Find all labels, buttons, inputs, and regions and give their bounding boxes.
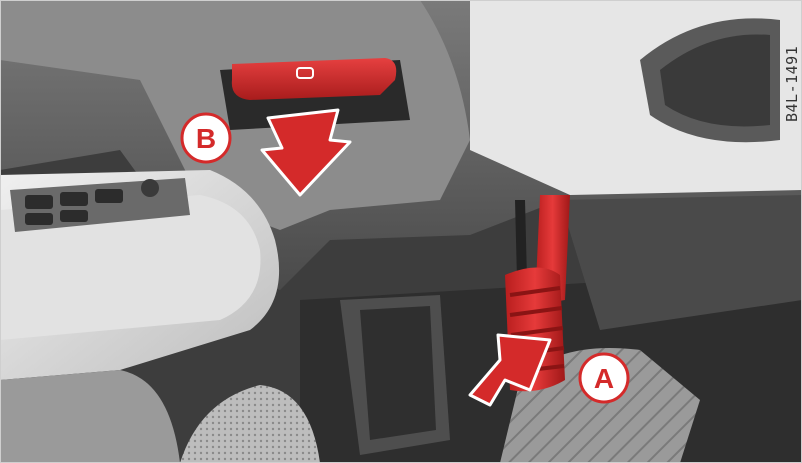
figure-code: B4L-1491 [783,46,801,122]
window-switch-3 [95,189,123,203]
callout-b-label: B [196,123,216,154]
release-handle [232,58,396,100]
window-switch-1 [25,195,53,209]
callout-a: A [580,354,628,402]
callout-a-label: A [594,363,614,394]
window-switch-5 [60,210,88,222]
mirror-control-knob [141,179,159,197]
window-switch-2 [60,192,88,206]
callout-b: B [182,114,230,162]
window-switch-4 [25,213,53,225]
kick-panel-edge [360,306,436,440]
